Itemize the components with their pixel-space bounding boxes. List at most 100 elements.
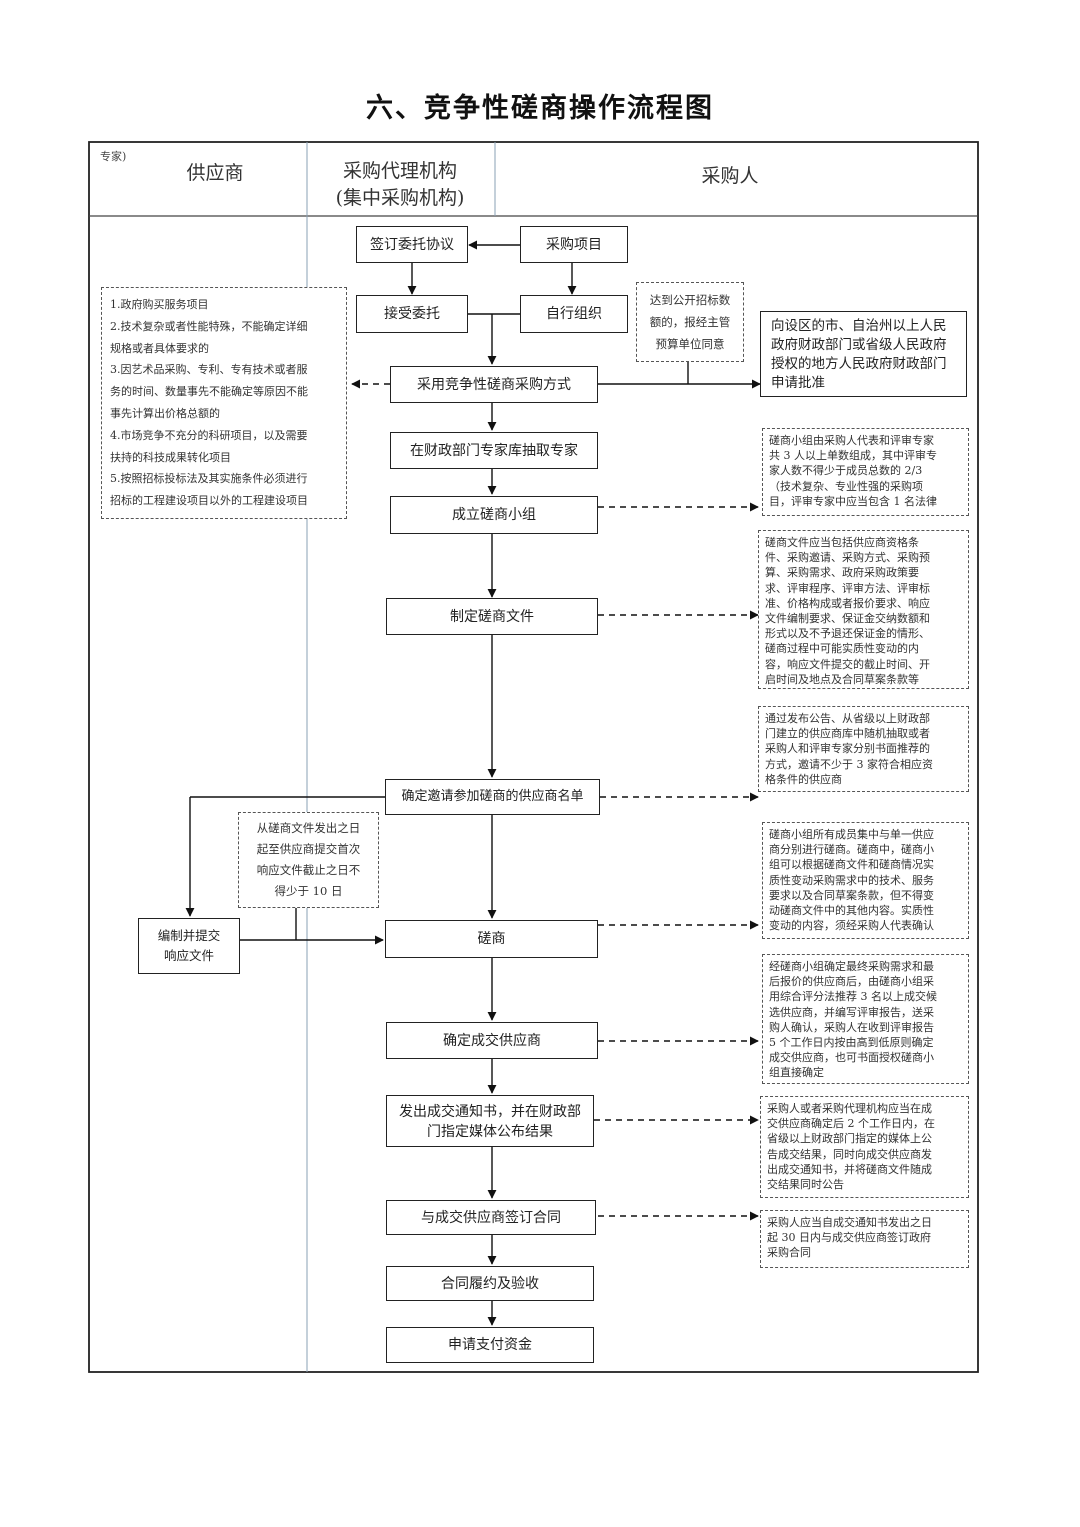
negotiate-note-line: 商分别进行磋商。磋商中，磋商小: [769, 843, 934, 857]
case-line: 4.市场竞争不充分的科研项目，以及需要: [110, 428, 308, 442]
lane-agency-line1: 采购代理机构: [342, 160, 457, 182]
panel-note-line: 磋商小组由采购人代表和评审专家: [769, 434, 934, 447]
panel-note-line: 目，评审专家中应当包含 1 名法律: [769, 494, 937, 508]
step-issue-notice: 发出成交通知书，并在财政部 门指定媒体公布结果: [386, 1095, 594, 1147]
winner-note-line: 组直接确定: [769, 1066, 824, 1080]
tender-note-line: 额的，报经主管: [649, 315, 731, 329]
negotiate-note-line: 动磋商文件中的其他内容。实质性: [769, 904, 934, 918]
notice-note-line: 省级以上财政部门指定的媒体上公: [767, 1132, 932, 1146]
panel-note-line: 共 3 人以上单数组成，其中评审专: [769, 449, 937, 463]
list-note-line: 门建立的供应商库中随机抽取或者: [765, 727, 930, 741]
case-line: 招标的工程建设项目以外的工程建设项目: [110, 494, 308, 508]
negotiate-note-line: 变动的内容，须经采购人代表确认: [769, 919, 934, 933]
approval-line: 申请批准: [771, 375, 825, 391]
deadline-line: 从磋商文件发出之日: [256, 821, 361, 835]
panel-note-line: （技术复杂、专业性强的采购项: [769, 479, 923, 493]
deadline-line: 得少于 10 日: [274, 884, 343, 898]
deadline-note: 从磋商文件发出之日 起至供应商提交首次 响应文件截止之日不 得少于 10 日: [238, 812, 379, 908]
step-performance: 合同履约及验收: [386, 1266, 594, 1301]
list-note-line: 采购人和评审专家分别书面推荐的: [765, 742, 930, 756]
deadline-line: 起至供应商提交首次: [256, 842, 361, 856]
panel-note-line: 家人数不得少于成员总数的 2/3: [769, 464, 923, 478]
approval-line: 向设区的市、自治州以上人民: [771, 318, 947, 334]
step-submit-response: 编制并提交 响应文件: [138, 918, 240, 974]
case-line: 3.因艺术品采购、专利、专有技术或者服: [110, 363, 308, 377]
case-line: 2.技术复杂或者性能特殊，不能确定详细: [110, 319, 308, 333]
contract-note-line: 采购人应当自成交通知书发出之日: [767, 1216, 932, 1229]
case-line: 规格或者具体要求的: [110, 341, 209, 355]
negotiate-note-line: 组可以根据磋商文件和磋商情况实: [769, 858, 934, 872]
docs-note-line: 算、采购需求、政府采购政策要: [765, 566, 919, 580]
tender-note-line: 预算单位同意: [655, 337, 725, 351]
case-line: 事先计算出价格总额的: [110, 406, 220, 420]
list-note-line: 通过发布公告、从省级以上财政部: [765, 712, 930, 725]
step-negotiate: 磋商: [385, 920, 598, 958]
step-apply-payment: 申请支付资金: [386, 1327, 594, 1363]
docs-note-line: 形式以及不予退还保证金的情形、: [765, 627, 930, 641]
response-line: 编制并提交: [157, 928, 221, 943]
contract-note-line: 采购合同: [767, 1246, 811, 1260]
winner-note-line: 购人确认，采购人在收到评审报告: [769, 1020, 934, 1034]
negotiate-note-line: 要求以及合同草案条款，但不得变: [769, 888, 934, 902]
winner-note-line: 选供应商，并编写评审报告，送采: [769, 1005, 934, 1019]
approval-line: 授权的地方人民政府财政部门: [771, 356, 947, 372]
docs-note-line: 磋商过程中可能实质性变动的内: [765, 642, 919, 656]
panel-note: 磋商小组由采购人代表和评审专家 共 3 人以上单数组成，其中评审专 家人数不得少…: [762, 428, 969, 516]
notice-note-line: 告成交结果，同时向成交供应商发: [767, 1147, 932, 1161]
notice-note-line: 交结果同时公告: [767, 1178, 844, 1192]
lane-supplier-header: 供应商: [186, 162, 244, 184]
contract-note-line: 起 30 日内与成交供应商签订政府: [767, 1231, 931, 1245]
notice-step-line: 发出成交通知书，并在财政部: [399, 1104, 581, 1120]
winner-note: 经磋商小组确定最终采购需求和最 后报价的供应商后，由磋商小组采 用综合评分法推荐…: [762, 954, 969, 1084]
case-line: 务的时间、数量事先不能确定等原因不能: [110, 385, 308, 399]
step-form-panel: 成立磋商小组: [390, 496, 598, 534]
docs-note-line: 准、价格构成或者报价要求、响应: [765, 596, 930, 610]
step-sign-agreement: 签订委托协议: [356, 226, 468, 263]
step-draw-experts: 在财政部门专家库抽取专家: [390, 432, 598, 469]
step-sign-contract: 与成交供应商签订合同: [386, 1200, 596, 1235]
tender-note-line: 达到公开招标数: [649, 293, 731, 307]
winner-note-line: 用综合评分法推荐 3 名以上成交候: [769, 990, 937, 1004]
docs-note-line: 启时间及地点及合同草案条款等: [765, 672, 919, 686]
notice-step-line: 门指定媒体公布结果: [427, 1124, 553, 1140]
list-note: 通过发布公告、从省级以上财政部 门建立的供应商库中随机抽取或者 采购人和评审专家…: [758, 706, 969, 792]
approval-line: 政府财政部门或省级人民政府: [771, 337, 947, 353]
approval-box: 向设区的市、自治州以上人民 政府财政部门或省级人民政府 授权的地方人民政府财政部…: [760, 311, 967, 397]
docs-note-line: 容，响应文件提交的截止时间、开: [765, 657, 930, 671]
step-purchase-project: 采购项目: [520, 226, 628, 263]
winner-note-line: 后报价的供应商后，由磋商小组采: [769, 975, 934, 989]
step-confirm-winner: 确定成交供应商: [386, 1022, 598, 1059]
deadline-line: 响应文件截止之日不: [256, 863, 361, 877]
step-accept-entrust: 接受委托: [356, 295, 468, 333]
negotiate-note-line: 质性变动采购需求中的技术、服务: [769, 873, 934, 887]
lane-purchaser-header: 采购人: [701, 165, 759, 187]
list-note-line: 格条件的供应商: [765, 772, 842, 786]
negotiate-note-line: 磋商小组所有成员集中与单一供应: [769, 828, 934, 841]
contract-note: 采购人应当自成交通知书发出之日 起 30 日内与成交供应商签订政府 采购合同: [760, 1210, 969, 1268]
notice-note-line: 采购人或者采购代理机构应当在成: [767, 1102, 932, 1115]
docs-note-line: 磋商文件应当包括供应商资格条: [765, 536, 919, 549]
notice-note: 采购人或者采购代理机构应当在成 交供应商确定后 2 个工作日内，在 省级以上财政…: [760, 1096, 969, 1198]
notice-note-line: 交供应商确定后 2 个工作日内，在: [767, 1117, 935, 1131]
case-line: 1.政府购买服务项目: [110, 298, 209, 311]
negotiate-note: 磋商小组所有成员集中与单一供应 商分别进行磋商。磋商中，磋商小 组可以根据磋商文…: [762, 822, 969, 939]
case-line: 扶持的科技成果转化项目: [110, 450, 231, 464]
outer-frame: [88, 141, 979, 1373]
docs-note-line: 件、采购邀请、采购方式、采购预: [765, 551, 930, 565]
step-adopt-method: 采用竞争性磋商采购方式: [390, 366, 598, 403]
step-prepare-docs: 制定磋商文件: [386, 598, 598, 635]
list-note-line: 方式，邀请不少于 3 家符合相应资: [765, 757, 933, 771]
applicable-cases-note: 1.政府购买服务项目 2.技术复杂或者性能特殊，不能确定详细 规格或者具体要求的…: [101, 287, 347, 519]
docs-note: 磋商文件应当包括供应商资格条 件、采购邀请、采购方式、采购预 算、采购需求、政府…: [758, 530, 969, 689]
case-line: 5.按照招标投标法及其实施条件必须进行: [110, 472, 308, 486]
public-tender-note: 达到公开招标数 额的，报经主管 预算单位同意: [636, 282, 744, 362]
header-corner-label: 专家): [100, 150, 127, 163]
docs-note-line: 求、评审程序、评审方法、评审标: [765, 581, 930, 595]
docs-note-line: 文件编制要求、保证金交纳数额和: [765, 612, 930, 626]
page-title: 六、竞争性磋商操作流程图: [366, 93, 714, 124]
response-line: 响应文件: [163, 948, 214, 963]
lane-agency-line2: (集中采购机构): [335, 187, 465, 209]
notice-note-line: 出成交通知书，并将磋商文件随成: [767, 1162, 932, 1176]
step-confirm-list: 确定邀请参加磋商的供应商名单: [385, 779, 600, 815]
lane-agency-header: 采购代理机构 (集中采购机构): [320, 158, 480, 212]
